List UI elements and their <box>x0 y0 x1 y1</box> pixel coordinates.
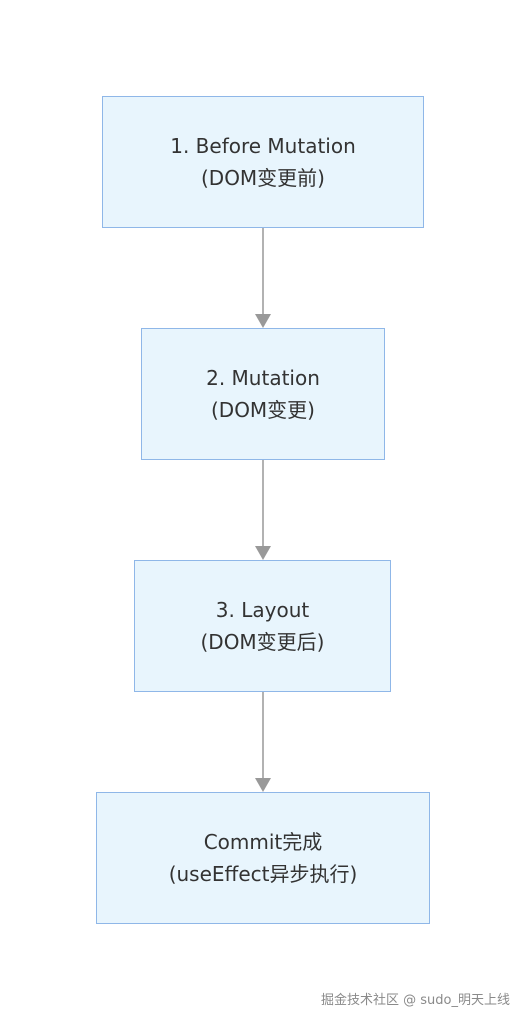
node-title: 3. Layout <box>215 598 310 622</box>
node-title: Commit完成 <box>203 830 323 854</box>
edge-2-to-3 <box>255 460 271 560</box>
node-subtitle: (DOM变更) <box>210 398 315 422</box>
arrowhead-icon <box>255 778 271 792</box>
edge-3-to-4 <box>255 692 271 792</box>
node-layout: 3. Layout (DOM变更后) <box>134 560 391 692</box>
edge-1-to-2 <box>255 228 271 328</box>
watermark-text: 掘金技术社区 @ sudo_明天上线 <box>321 993 510 1008</box>
node-subtitle: (DOM变更前) <box>200 166 325 190</box>
arrowhead-icon <box>255 314 271 328</box>
node-title: 2. Mutation <box>206 366 320 390</box>
node-title: 1. Before Mutation <box>170 134 356 158</box>
arrowhead-icon <box>255 546 271 560</box>
node-commit-done: Commit完成 (useEffect异步执行) <box>96 792 430 924</box>
node-before-mutation: 1. Before Mutation (DOM变更前) <box>102 96 424 228</box>
node-subtitle: (useEffect异步执行) <box>168 862 358 886</box>
node-mutation: 2. Mutation (DOM变更) <box>141 328 385 460</box>
node-subtitle: (DOM变更后) <box>200 630 325 654</box>
